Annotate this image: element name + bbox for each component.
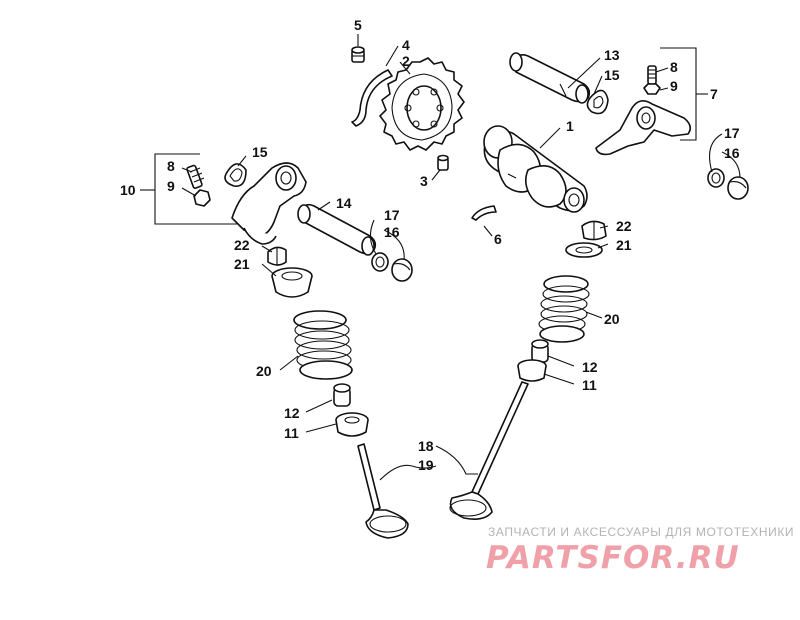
part-21-22-retainer-right <box>565 220 607 258</box>
callout-3: 3 <box>420 173 428 189</box>
part-20-valve-spring-left <box>293 310 353 380</box>
part-11-12-seal-seat-right <box>517 339 549 382</box>
part-3-pin <box>437 154 449 171</box>
callout-20-left: 20 <box>256 363 272 379</box>
callout-4: 4 <box>402 37 410 53</box>
callout-13: 13 <box>604 47 620 63</box>
part-11-12-seal-seat-left <box>333 383 369 437</box>
part-20-valve-spring-right <box>538 275 590 343</box>
callout-15-left: 15 <box>252 144 268 160</box>
part-18-valve-right <box>449 381 529 520</box>
callout-22-right: 22 <box>616 218 632 234</box>
part-16-17-cap-left <box>371 252 413 282</box>
callout-2: 2 <box>402 53 410 69</box>
callout-5: 5 <box>354 17 362 33</box>
callout-9-left: 9 <box>167 178 175 194</box>
callout-21-left: 21 <box>234 256 250 272</box>
callout-6: 6 <box>494 231 502 247</box>
part-19-valve-left <box>357 443 409 539</box>
part-15-oring-right <box>586 89 609 115</box>
callout-18: 18 <box>418 438 434 454</box>
leader-lines <box>140 34 741 481</box>
callout-11-right: 11 <box>582 377 597 393</box>
callout-7: 7 <box>710 86 718 102</box>
callout-21-right: 21 <box>616 237 632 253</box>
part-7-rocker-arm-right <box>595 65 692 156</box>
part-16-17-cap-right <box>707 168 749 200</box>
part-21-22-retainer-left <box>267 246 313 298</box>
callout-8-right: 8 <box>670 59 678 75</box>
callout-20-right: 20 <box>604 311 620 327</box>
callout-8-left: 8 <box>167 158 175 174</box>
part-6-circlip <box>471 205 497 221</box>
callout-1: 1 <box>566 118 574 134</box>
part-14-rocker-shaft-left <box>297 203 377 256</box>
callout-16-left: 16 <box>384 224 400 240</box>
callout-12-left: 12 <box>284 405 300 421</box>
part-5-bolt <box>351 46 365 63</box>
callout-11-left: 11 <box>284 425 299 441</box>
callout-10: 10 <box>120 182 136 198</box>
callout-19: 19 <box>418 457 434 473</box>
callout-15-right: 15 <box>604 67 620 83</box>
callout-labels: 5 4 2 3 1 6 13 15 8 9 7 17 16 15 8 9 10 … <box>120 17 740 473</box>
part-1-camshaft <box>483 125 588 213</box>
part-2-cam-sprocket <box>379 57 465 151</box>
part-10-rocker-arm-left <box>186 162 307 245</box>
callout-16-right: 16 <box>724 145 740 161</box>
callout-17-left: 17 <box>384 207 400 223</box>
callout-14: 14 <box>336 195 352 211</box>
watermark-logo: PARTSFOR.RU <box>486 540 740 576</box>
callout-12-right: 12 <box>582 359 598 375</box>
part-13-rocker-shaft <box>509 52 591 104</box>
callout-9-right: 9 <box>670 78 678 94</box>
watermark-tagline: ЗАПЧАСТИ И АКСЕССУАРЫ ДЛЯ МОТОТЕХНИКИ <box>488 525 795 539</box>
part-4-clip <box>351 69 393 127</box>
callout-17-right: 17 <box>724 125 740 141</box>
callout-22-left: 22 <box>234 237 250 253</box>
